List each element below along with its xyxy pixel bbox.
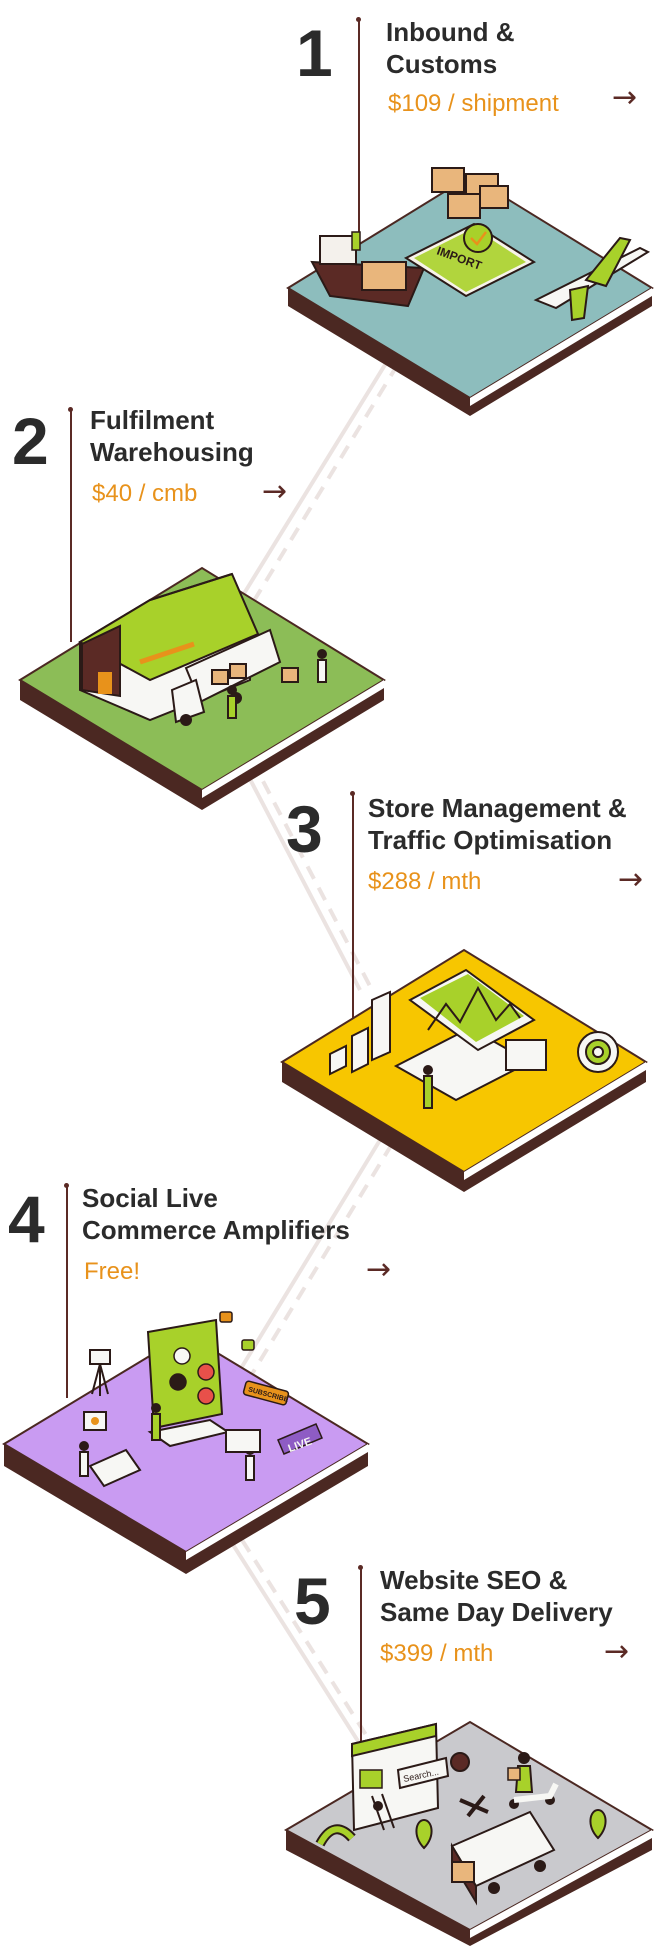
step-3-title: Store Management & Traffic Optimisation xyxy=(368,792,627,856)
step-4-number: 4 xyxy=(8,1182,45,1256)
step-3-price: $288 / mth xyxy=(368,868,482,895)
step-5-pin xyxy=(358,1565,363,1844)
step-1-pin xyxy=(356,17,361,248)
step-1-title: Inbound & Customs xyxy=(386,16,515,80)
step-2-title-line-1: Fulfilment xyxy=(90,405,215,435)
step-4-title: Social Live Commerce Amplifiers xyxy=(82,1182,350,1246)
step-1-number: 1 xyxy=(296,16,333,90)
step-2-title: Fulfilment Warehousing xyxy=(90,404,254,468)
step-5-title-line-2: Same Day Delivery xyxy=(380,1597,613,1627)
step-2-arrow-icon[interactable]: → xyxy=(262,474,288,509)
step-2-number: 2 xyxy=(12,404,49,478)
step-5-number: 5 xyxy=(294,1564,331,1638)
step-2-title-line-2: Warehousing xyxy=(90,437,254,467)
step-3-title-line-2: Traffic Optimisation xyxy=(368,825,613,855)
step-3-pin xyxy=(350,791,355,1056)
step-5-title-line-1: Website SEO & xyxy=(380,1565,568,1595)
step-3-arrow-icon[interactable]: → xyxy=(618,862,644,897)
step-1-title-line-1: Inbound & xyxy=(386,17,515,47)
step-2-price: $40 / cmb xyxy=(92,480,198,507)
step-3-title-line-1: Store Management & xyxy=(368,793,627,823)
step-4-title-line-2: Commerce Amplifiers xyxy=(82,1215,350,1245)
step-4-arrow-icon[interactable]: → xyxy=(366,1252,392,1287)
step-1-price: $109 / shipment xyxy=(388,90,559,117)
step-4-pin xyxy=(64,1183,69,1398)
step-2-pin xyxy=(68,407,73,642)
step-5-price: $399 / mth xyxy=(380,1640,494,1667)
step-4-title-line-1: Social Live xyxy=(82,1183,218,1213)
step-5-title: Website SEO & Same Day Delivery xyxy=(380,1564,613,1628)
step-1-title-line-2: Customs xyxy=(386,49,498,79)
step-5-arrow-icon[interactable]: → xyxy=(604,1634,630,1669)
step-4-price: Free! xyxy=(84,1258,141,1285)
step-1-arrow-icon[interactable]: → xyxy=(612,80,638,115)
step-3-number: 3 xyxy=(286,792,323,866)
